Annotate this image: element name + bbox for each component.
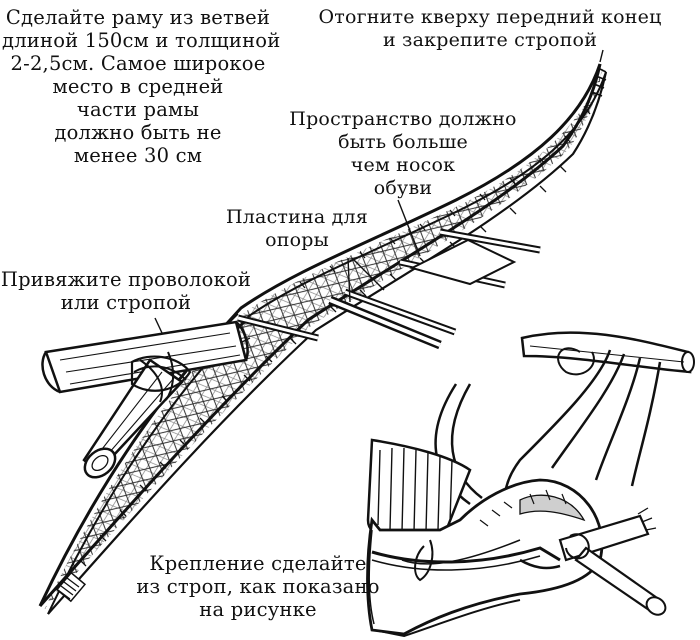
space-line-4: обуви bbox=[373, 177, 433, 199]
frame-line-2: длиной 150см и толщиной bbox=[2, 29, 281, 52]
leader-bend bbox=[599, 49, 604, 63]
frame-line-1: Сделайте раму из ветвей bbox=[5, 6, 271, 29]
frame-line-6: должно быть не bbox=[54, 121, 222, 144]
tied-joint-illustration bbox=[41, 313, 251, 479]
plate-line-1: Пластина для bbox=[226, 206, 368, 228]
bind-line-3: на рисунке bbox=[199, 598, 317, 621]
leader-plate-2 bbox=[351, 257, 385, 291]
leader-space bbox=[397, 199, 421, 257]
boot-binding-illustration bbox=[366, 331, 695, 638]
frame-line-7: менее 30 см bbox=[73, 144, 203, 167]
plate-line-2: опоры bbox=[265, 229, 329, 251]
tie-line-2: или стропой bbox=[60, 291, 192, 314]
snowshoe-illustration bbox=[38, 63, 608, 615]
space-line-3: чем носок bbox=[350, 154, 456, 176]
toe-space-label: Пространство должно быть больше чем носо… bbox=[268, 108, 538, 200]
bind-line-2: из строп, как показано bbox=[136, 575, 380, 598]
leader-plate-1 bbox=[347, 257, 351, 303]
bend-line-2: и закрепите стропой bbox=[382, 29, 598, 51]
frame-instruction-label: Сделайте раму из ветвей длиной 150см и т… bbox=[2, 6, 281, 167]
binding-label: Крепление сделайте из строп, как показан… bbox=[120, 552, 396, 621]
space-line-1: Пространство должно bbox=[289, 108, 517, 130]
support-plate-label: Пластина для опоры bbox=[212, 206, 382, 252]
frame-line-5: части рамы bbox=[76, 98, 200, 121]
bind-line-1: Крепление сделайте bbox=[149, 552, 367, 575]
space-line-2: быть больше bbox=[338, 131, 468, 153]
tie-line-1: Привяжите проволокой bbox=[0, 268, 252, 291]
bend-line-1: Отогните кверху передний конец bbox=[318, 6, 662, 28]
frame-line-3: 2-2,5см. Самое широкое bbox=[10, 52, 266, 75]
bend-tip-label: Отогните кверху передний конец и закрепи… bbox=[290, 6, 690, 52]
frame-line-4: место в средней bbox=[52, 75, 224, 98]
tie-wire-label: Привяжите проволокой или стропой bbox=[0, 268, 252, 314]
